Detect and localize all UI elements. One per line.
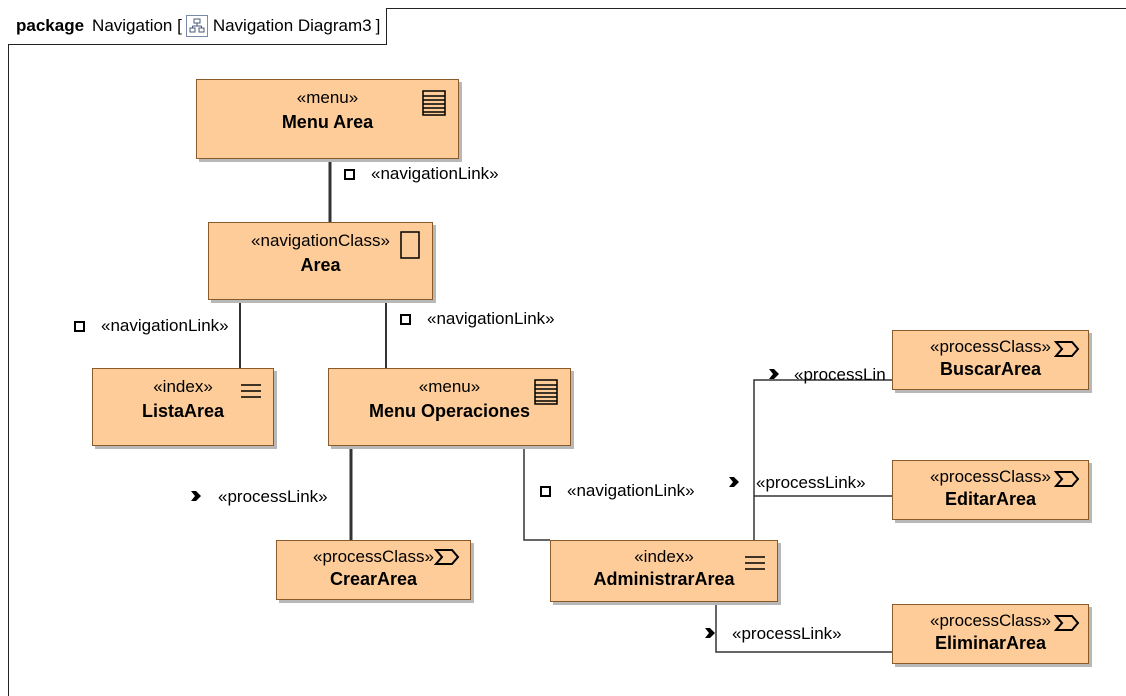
index-icon <box>241 383 261 404</box>
link-stereotype: «processLink» <box>794 365 886 384</box>
label-nav-area-menuop: «navigationLink» <box>400 309 555 329</box>
link-stereotype: «navigationLink» <box>427 309 555 328</box>
link-stereotype: «navigationLink» <box>101 316 229 335</box>
node-stereotype: «menu» <box>418 377 481 396</box>
node-name: BuscarArea <box>939 359 1042 379</box>
node-stereotype: «index» <box>153 377 213 396</box>
line-administrar-eliminar <box>715 600 892 653</box>
node-eliminar-area[interactable]: «processClass» EliminarArea <box>892 604 1089 664</box>
process-class-icon <box>1053 471 1080 492</box>
process-link-icon <box>728 473 740 493</box>
node-name: EditarArea <box>944 489 1037 509</box>
node-stereotype: «menu» <box>296 88 359 107</box>
process-class-icon <box>1053 341 1080 362</box>
navigation-link-icon <box>74 320 85 332</box>
process-class-icon <box>433 549 460 570</box>
menu-icon <box>422 90 446 121</box>
link-stereotype: «processLink» <box>218 487 328 506</box>
diagram-frame <box>8 8 1126 696</box>
process-class-icon <box>1053 615 1080 636</box>
node-name: Menu Area <box>281 112 374 132</box>
node-editar-area[interactable]: «processClass» EditarArea <box>892 460 1089 520</box>
node-menu-area[interactable]: «menu» Menu Area <box>196 79 459 159</box>
node-stereotype: «processClass» <box>313 547 434 566</box>
package-name: Navigation [ <box>92 16 182 35</box>
process-link-icon <box>704 624 716 644</box>
package-close-bracket: ] <box>375 16 381 35</box>
node-administrar-area[interactable]: «index» AdministrarArea <box>550 540 778 602</box>
process-link-icon <box>190 487 202 507</box>
label-nav-area-lista: «navigationLink» <box>74 316 229 336</box>
navigation-link-icon <box>540 485 551 497</box>
node-name: EliminarArea <box>934 633 1047 653</box>
link-stereotype: «navigationLink» <box>371 164 499 183</box>
node-lista-area[interactable]: «index» ListaArea <box>92 368 274 446</box>
link-stereotype: «processLink» <box>756 473 866 492</box>
navigation-class-icon <box>400 231 420 264</box>
node-crear-area[interactable]: «processClass» CrearArea <box>276 540 471 600</box>
node-stereotype: «index» <box>634 547 694 566</box>
node-stereotype: «navigationClass» <box>251 231 390 250</box>
label-proc-crear: «processLink» <box>190 487 328 507</box>
menu-icon <box>534 379 558 410</box>
node-name: Menu Operaciones <box>368 401 531 421</box>
node-name: Area <box>300 255 341 275</box>
node-stereotype: «processClass» <box>930 337 1051 356</box>
line-administrar-buscar <box>753 379 892 540</box>
package-tab: package Navigation [ Navigation Diagram3… <box>8 8 388 45</box>
process-link-icon <box>768 365 780 385</box>
node-menu-operaciones[interactable]: «menu» Menu Operaciones <box>328 368 571 446</box>
diagram-icon <box>185 15 208 37</box>
node-name: AdministrarArea <box>593 569 735 589</box>
package-keyword: package <box>16 16 85 35</box>
node-stereotype: «processClass» <box>930 611 1051 630</box>
label-proc-eliminar: «processLink» <box>704 624 842 644</box>
navigation-link-icon <box>400 313 411 325</box>
label-proc-buscar: «processLink» <box>768 365 886 385</box>
label-nav-menuarea-area: «navigationLink» <box>344 164 499 184</box>
line-menuop-administrar <box>523 446 550 541</box>
node-buscar-area[interactable]: «processClass» BuscarArea <box>892 330 1089 390</box>
node-stereotype: «processClass» <box>930 467 1051 486</box>
label-proc-editar: «processLink» <box>728 473 866 493</box>
label-nav-menuop-administrar: «navigationLink» <box>540 481 695 501</box>
navigation-link-icon <box>344 168 355 180</box>
index-icon <box>745 555 765 576</box>
node-name: CrearArea <box>329 569 418 589</box>
diagram-name: Navigation Diagram3 <box>212 16 372 35</box>
node-area[interactable]: «navigationClass» Area <box>208 222 433 300</box>
link-stereotype: «navigationLink» <box>567 481 695 500</box>
node-name: ListaArea <box>141 401 225 421</box>
link-stereotype: «processLink» <box>732 624 842 643</box>
